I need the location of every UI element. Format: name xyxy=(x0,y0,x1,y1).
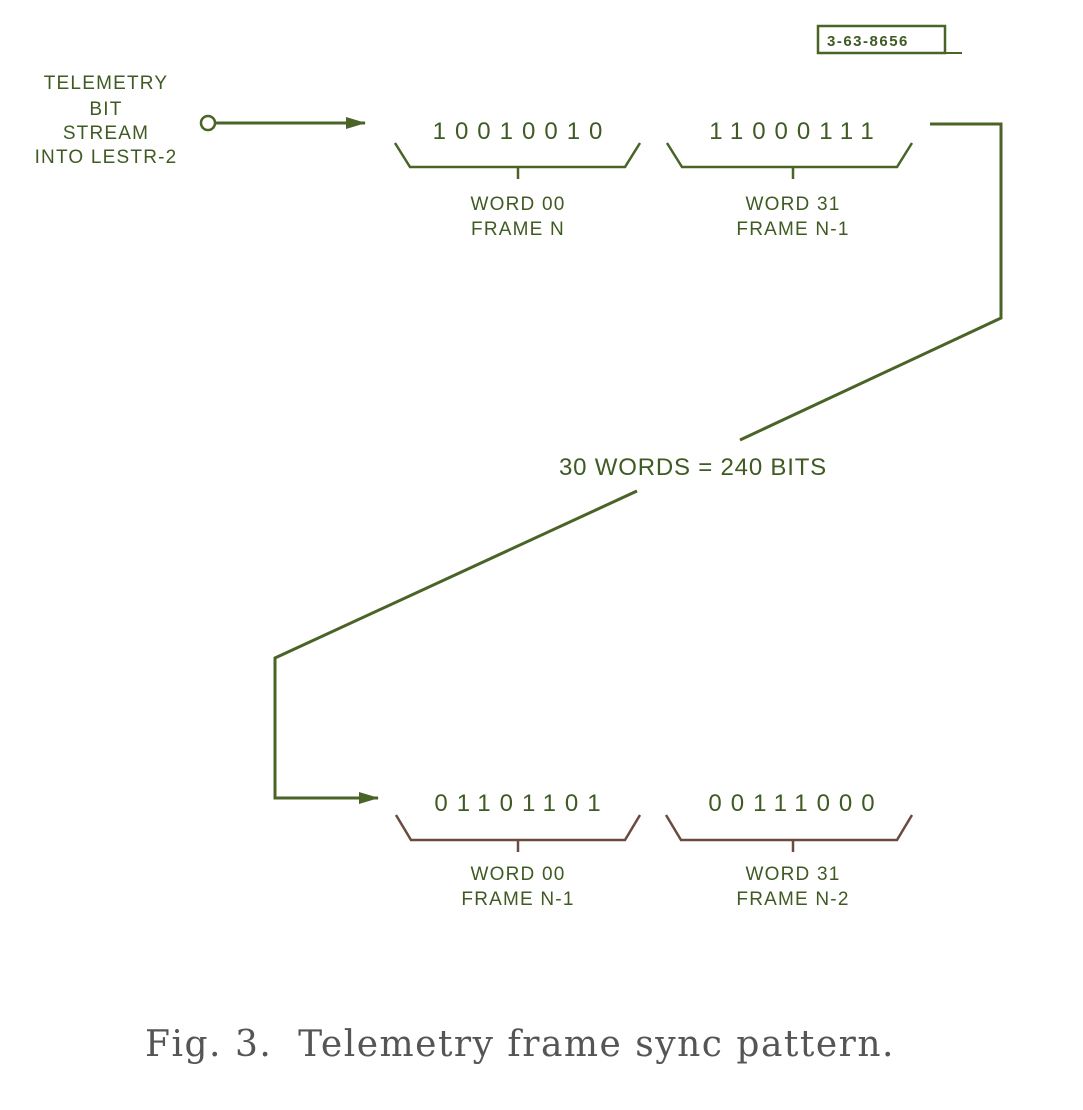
input-label-line-4: INTO LESTR-2 xyxy=(35,147,178,168)
top-word-00: 10010010 WORD 00 FRAME N xyxy=(393,118,642,240)
top-word-31-word: WORD 31 xyxy=(746,194,841,215)
stream-path-lower xyxy=(273,489,638,804)
top-word-00-bits: 10010010 xyxy=(433,118,612,145)
top-word-00-bracket xyxy=(393,142,642,169)
bottom-word-31-bracket xyxy=(664,814,914,842)
input-label: TELEMETRY BIT STREAM INTO LESTR-2 xyxy=(35,73,178,168)
bottom-word-00-frame: FRAME N-1 xyxy=(461,889,574,910)
top-word-31: 11000111 WORD 31 FRAME N-1 xyxy=(665,118,914,240)
top-word-00-word: WORD 00 xyxy=(471,194,566,215)
bottom-word-31-bits: 00111000 xyxy=(708,790,883,817)
middle-label: 30 WORDS = 240 BITS xyxy=(559,454,827,481)
bottom-word-00-bits: 01101101 xyxy=(434,790,609,817)
figure-caption: Fig. 3. Telemetry frame sync pattern. xyxy=(145,1024,895,1065)
bottom-word-00-bracket xyxy=(394,814,642,842)
stream-path-upper xyxy=(739,122,1003,442)
bottom-word-31: 00111000 WORD 31 FRAME N-2 xyxy=(664,790,914,910)
input-terminal xyxy=(199,114,217,132)
drawing-number: 3-63-8656 xyxy=(827,33,909,50)
drawing-number-box: 3-63-8656 xyxy=(816,24,962,55)
bottom-word-00-word: WORD 00 xyxy=(471,864,566,885)
bottom-word-00: 01101101 WORD 00 FRAME N-1 xyxy=(394,790,642,910)
top-word-31-frame: FRAME N-1 xyxy=(736,219,849,240)
input-label-line-2: BIT xyxy=(89,99,122,120)
top-word-31-bits: 11000111 xyxy=(709,118,882,145)
input-label-line-1: TELEMETRY xyxy=(44,73,168,94)
bottom-word-31-word: WORD 31 xyxy=(746,864,841,885)
top-word-31-bracket xyxy=(665,142,914,169)
top-word-00-frame: FRAME N xyxy=(471,219,565,240)
bottom-word-31-frame: FRAME N-2 xyxy=(736,889,849,910)
input-label-line-3: STREAM xyxy=(63,123,149,144)
